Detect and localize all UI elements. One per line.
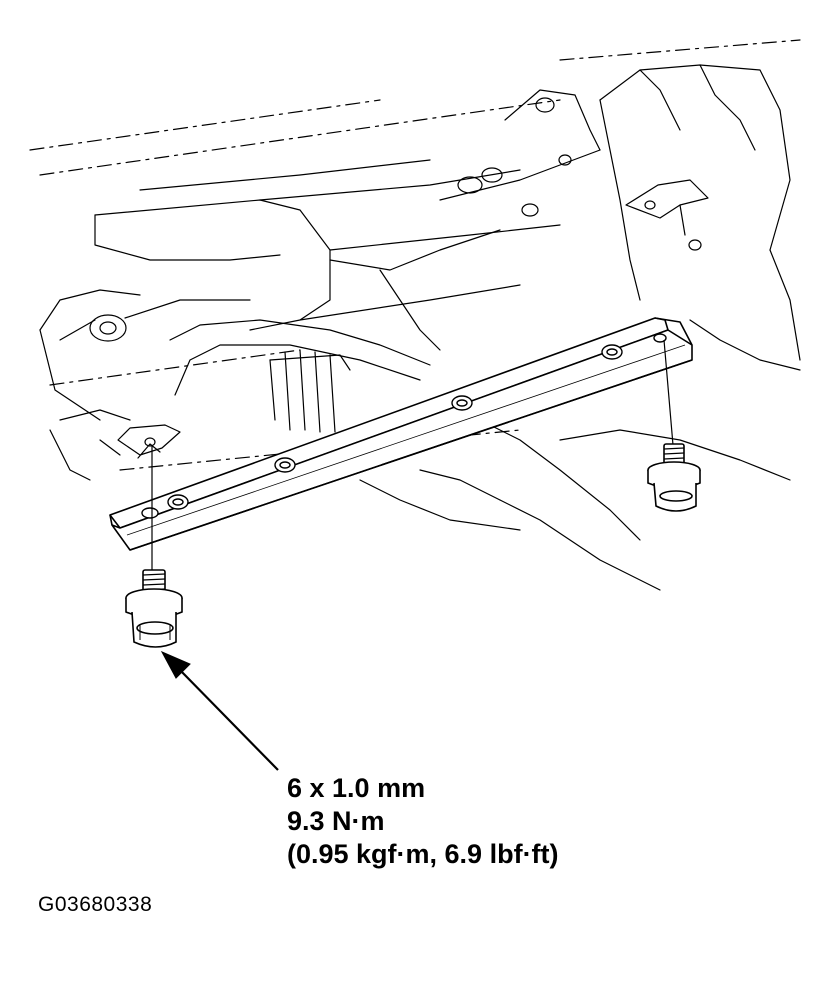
flange-bolt-left: [125, 569, 183, 648]
alignment-lines: [151, 339, 674, 572]
callout-arrow: [160, 650, 279, 771]
flange-bolt-right: [647, 443, 701, 512]
torque-label: 9.3 N·m: [287, 806, 385, 836]
hole-6: [653, 333, 667, 343]
bolt-specification: 6 x 1.0 mm 9.3 N·m (0.95 kgf·m, 6.9 lbf·…: [287, 772, 559, 871]
hole-1: [141, 507, 159, 519]
bracket-holes: [141, 333, 667, 519]
torque-alt-label: (0.95 kgf·m, 6.9 lbf·ft): [287, 839, 559, 869]
thread-size-label: 6 x 1.0 mm: [287, 773, 426, 803]
mounting-bracket: [109, 317, 693, 551]
engine-background: [29, 39, 801, 591]
figure-id: G03680338: [38, 893, 153, 916]
